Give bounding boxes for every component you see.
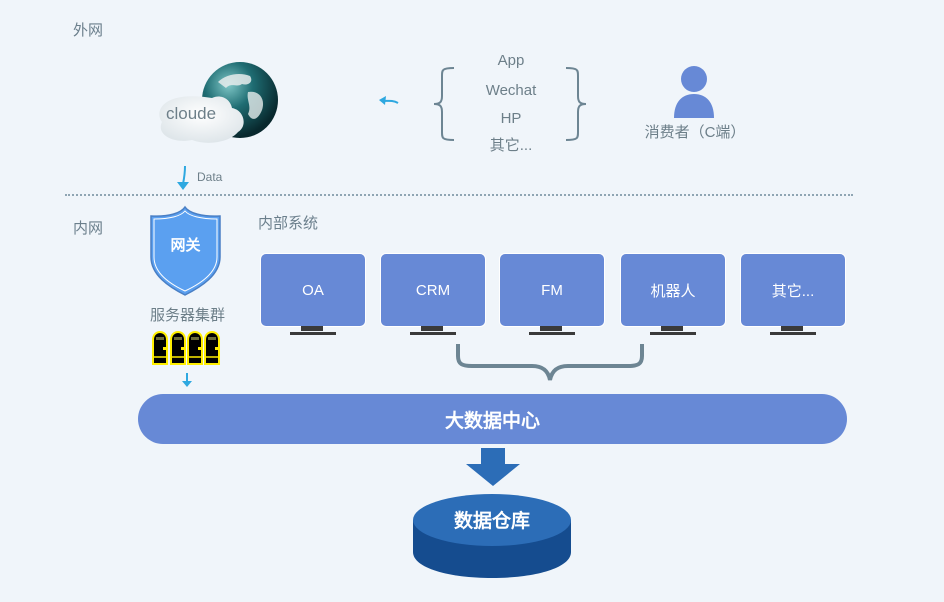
monitor-base: [529, 332, 575, 335]
system-monitor-other: 其它...: [740, 253, 846, 337]
server-down-arrow-icon: [181, 372, 193, 393]
monitor-base: [410, 332, 456, 335]
monitor-stand: [421, 326, 443, 331]
monitor-stand: [540, 326, 562, 331]
monitor-stand: [301, 326, 323, 331]
network-divider: [65, 194, 853, 196]
server-icon: [187, 330, 203, 365]
system-monitor-oa: OA: [260, 253, 366, 337]
channel-item-hp: HP: [500, 110, 522, 127]
user-icon: [668, 66, 720, 125]
system-label: OA: [260, 253, 366, 327]
data-warehouse-label: 数据仓库: [453, 511, 530, 532]
channel-item-other: 其它...: [489, 137, 533, 154]
channels-right-brace-icon: [562, 66, 590, 147]
gateway-shield-icon: [149, 205, 222, 302]
globe-icon: [159, 62, 278, 143]
monitor-stand: [661, 326, 683, 331]
channel-item-wechat: Wechat: [485, 82, 537, 99]
server-cluster-label: 服务器集群: [149, 307, 225, 324]
system-label: CRM: [380, 253, 486, 327]
server-icon: [204, 330, 220, 365]
system-label: FM: [499, 253, 605, 327]
channels-left-brace-icon: [430, 66, 458, 147]
server-icon: [170, 330, 186, 365]
monitor-base: [770, 332, 816, 335]
left-arrow-icon: [378, 94, 400, 112]
monitor-stand: [781, 326, 803, 331]
system-monitor-crm: CRM: [380, 253, 486, 337]
system-label: 机器人: [620, 253, 726, 327]
cloud-label: cloude: [166, 104, 217, 123]
systems-brace-icon: [452, 342, 648, 389]
cloud-node: [148, 60, 283, 145]
gateway-label: 网关: [170, 237, 201, 254]
data-warehouse-cylinder-icon: [413, 492, 571, 587]
internal-systems-title: 内部系统: [258, 215, 319, 232]
server-icon: [152, 330, 168, 365]
data-flow-arrow-icon: [175, 165, 191, 196]
system-monitor-fm: FM: [499, 253, 605, 337]
consumer-label: 消费者（C端）: [644, 124, 746, 141]
inner-network-label: 内网: [73, 220, 104, 237]
data-flow-label: Data: [197, 170, 223, 184]
monitor-base: [290, 332, 336, 335]
big-data-center: 大数据中心: [138, 394, 847, 444]
system-label: 其它...: [740, 253, 846, 327]
server-cluster: [152, 330, 222, 370]
channel-item-app: App: [497, 52, 525, 69]
down-arrow-icon: [466, 448, 520, 493]
system-monitor-robot: 机器人: [620, 253, 726, 337]
monitor-base: [650, 332, 696, 335]
outer-network-label: 外网: [73, 22, 104, 39]
